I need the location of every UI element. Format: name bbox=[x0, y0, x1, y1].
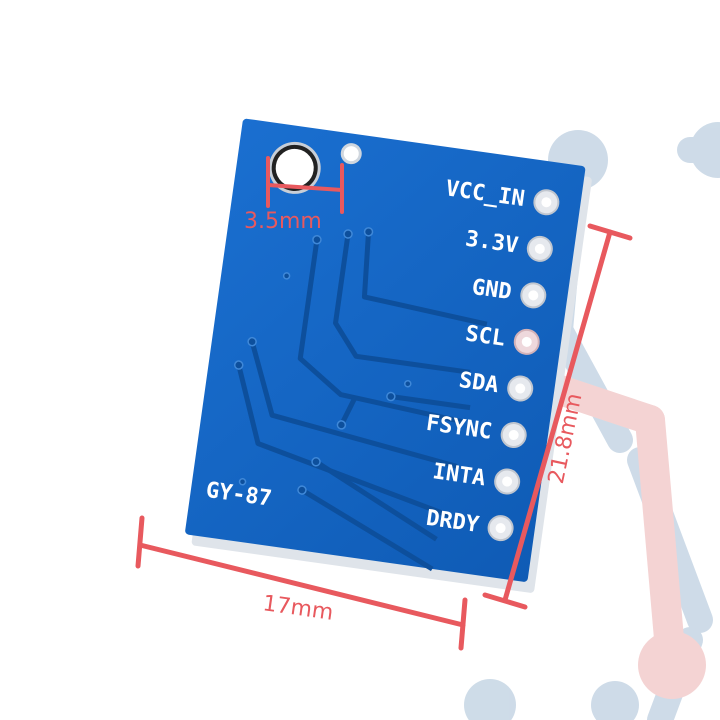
pin-label-gnd: GND bbox=[470, 275, 513, 305]
small-via-hole bbox=[340, 143, 362, 165]
hole-dimension bbox=[266, 156, 344, 214]
pcb-board: GY-87 VCC_IN 3.3V GND SCL SDA FSYNC INTA bbox=[185, 118, 592, 593]
pin-header: VCC_IN 3.3V GND SCL SDA FSYNC INTA DRDY bbox=[424, 176, 560, 542]
pcb-vias bbox=[233, 227, 412, 495]
height-dimension bbox=[482, 223, 633, 610]
width-dimension-label: 17mm bbox=[261, 591, 335, 626]
pcb-traces bbox=[236, 231, 488, 572]
mounting-hole bbox=[271, 144, 318, 191]
pin-label-scl: SCL bbox=[464, 321, 507, 351]
pin-label-sda: SDA bbox=[457, 368, 500, 398]
pcb-surface bbox=[185, 118, 586, 582]
hole-dimension-label: 3.5mm bbox=[244, 209, 322, 234]
width-dimension bbox=[135, 515, 468, 651]
